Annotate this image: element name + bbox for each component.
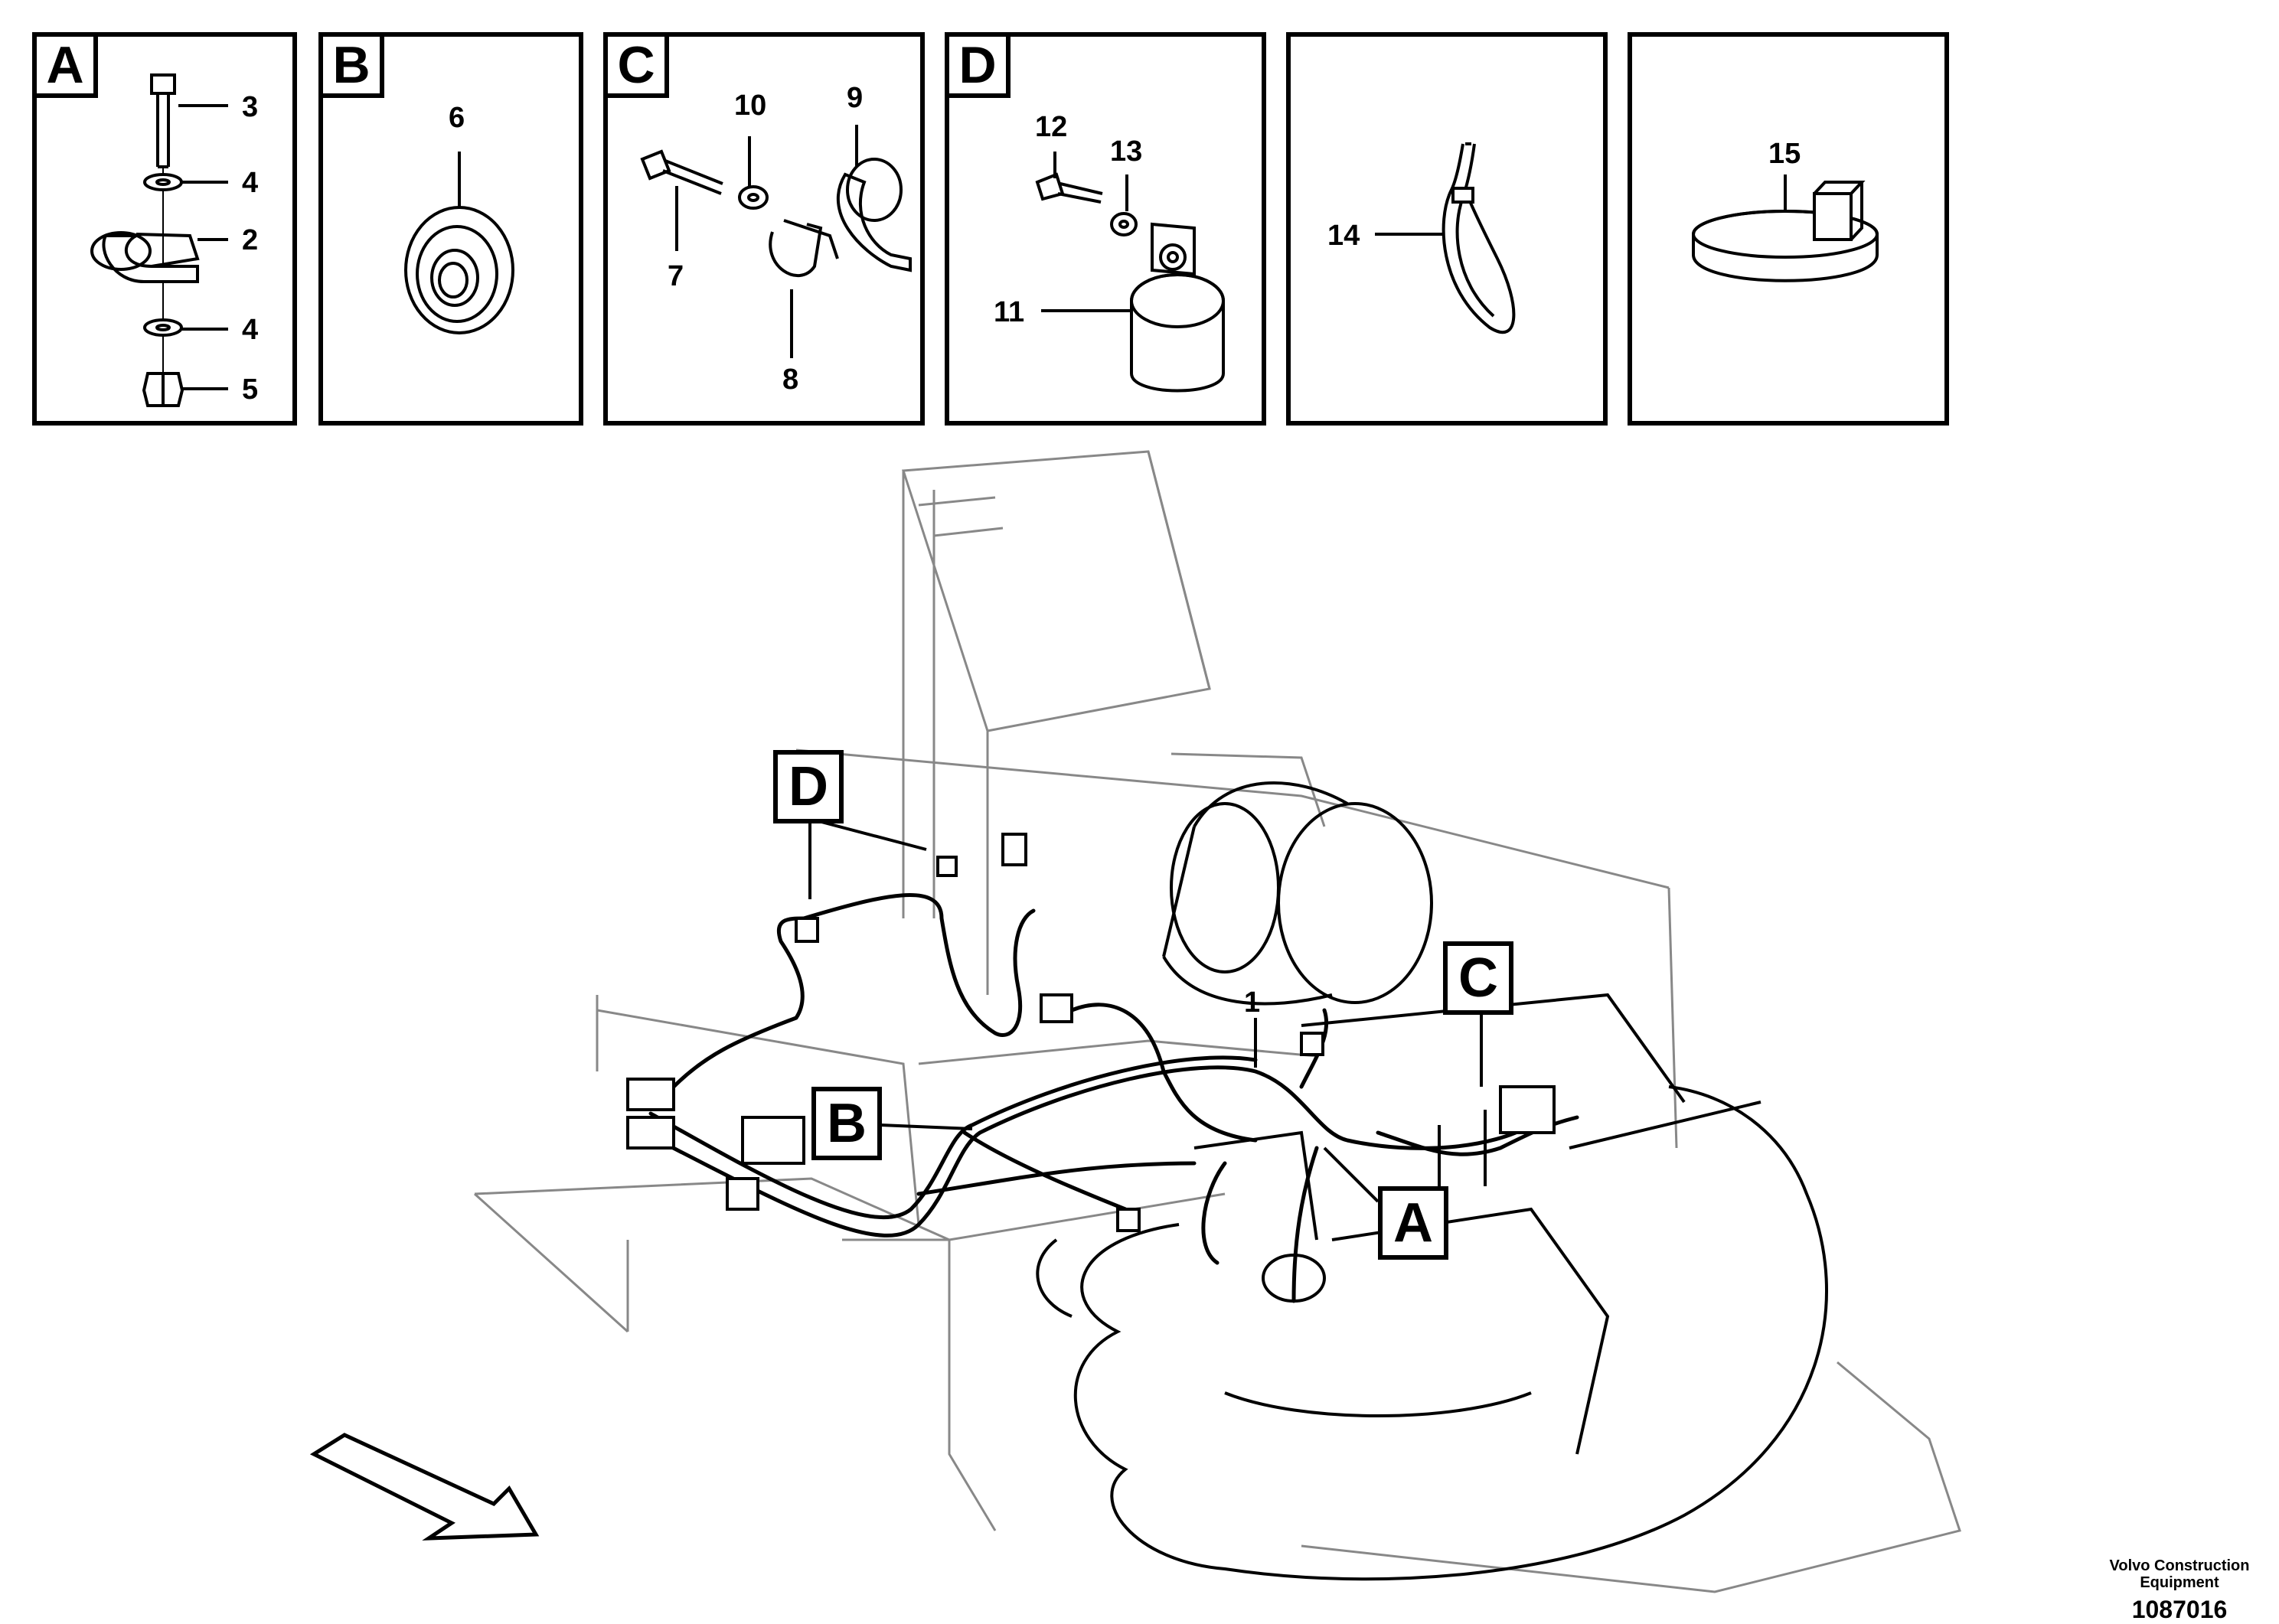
callout-b: B — [811, 1087, 882, 1160]
part-label: 4 — [242, 314, 258, 346]
panel-tag-b: B — [318, 32, 384, 98]
part-label: 3 — [242, 91, 258, 123]
document-number: 1087016 — [2131, 1596, 2228, 1623]
detail-panel-d: D 12 13 11 — [945, 32, 1266, 426]
part-label: 9 — [847, 82, 863, 114]
detail-panel-c: C 10 9 7 8 — [603, 32, 925, 426]
panel-b-parts: 6 — [404, 102, 514, 334]
panel-a-parts: 3 4 2 4 5 — [90, 73, 258, 407]
part-label: 11 — [994, 296, 1024, 328]
callout-d: D — [773, 750, 844, 823]
part-label: 6 — [449, 102, 465, 134]
part-label: 13 — [1110, 135, 1142, 168]
part-label: 12 — [1035, 111, 1067, 143]
part-label: 5 — [242, 373, 258, 406]
part-label: 10 — [734, 90, 766, 122]
part-label: 2 — [242, 224, 258, 256]
direction-arrow-icon — [309, 1433, 540, 1541]
detail-panel-b: B 6 — [318, 32, 583, 426]
detail-panel-a: A 3 4 2 4 5 — [32, 32, 297, 426]
company-name: Volvo Construction Equipment — [2095, 1557, 2264, 1591]
panel-f-parts: 15 — [1692, 138, 1879, 282]
main-part-label: 1 — [1244, 986, 1260, 1019]
panel-e-parts: 14 — [1327, 142, 1516, 334]
panel-tag-a: A — [32, 32, 98, 98]
part-label: 8 — [782, 364, 798, 396]
part-label: 15 — [1768, 138, 1801, 170]
company-line-2: Equipment — [2140, 1574, 2219, 1591]
part-label: 7 — [668, 260, 684, 292]
panel-d-parts: 12 13 11 — [994, 111, 1225, 393]
callout-c: C — [1443, 941, 1513, 1015]
detail-panel-cable-tie: 14 — [1286, 32, 1608, 426]
panel-tag-c: C — [603, 32, 669, 98]
part-label: 14 — [1327, 220, 1360, 252]
detail-panel-band: 15 — [1628, 32, 1949, 426]
panel-tag-d: D — [945, 32, 1011, 98]
part-label: 4 — [242, 167, 258, 199]
company-line-1: Volvo Construction — [2109, 1557, 2250, 1574]
panel-c-parts: 10 9 7 8 — [640, 82, 912, 396]
callout-a: A — [1378, 1186, 1448, 1260]
